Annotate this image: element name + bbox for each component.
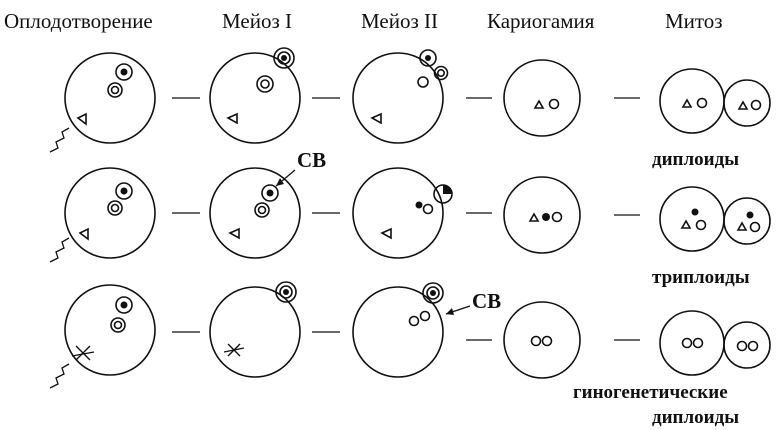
row-3: СВ [49,281,771,389]
label-diploids: диплоиды [652,149,739,170]
embryo-mitosis [659,186,771,252]
egg-fertilization [49,284,156,389]
label-triploids: триплоиды [652,267,750,288]
inactivated-sperm-icon [71,345,95,361]
label-diploids-2: диплоиды [652,407,739,428]
header-mitosis: Митоз [665,9,723,33]
label-polar-body-2: СВ [472,289,501,313]
zygote-karyogamy [503,59,581,137]
egg-meiosis-2 [352,282,471,378]
zygote-karyogamy [503,176,581,254]
egg-meiosis-1 [209,167,301,259]
row-2: СВ [49,148,771,263]
header-meiosis-2: Мейоз II [361,9,438,33]
label-polar-body-1: СВ [297,148,326,172]
egg-fertilization [49,167,156,263]
egg-meiosis-2 [352,49,449,144]
egg-meiosis-2 [352,167,453,259]
inactivated-sperm-icon [223,343,245,357]
header-karyogamy: Кариогамия [487,9,595,33]
zygote-karyogamy [503,301,581,379]
embryo-mitosis [659,68,771,134]
row-1 [49,47,771,153]
header-meiosis-1: Мейоз I [222,9,292,33]
header-fertilization: Оплодотворение [4,9,153,33]
label-gynogenetic: гиногенетические [573,382,728,403]
egg-meiosis-1 [209,281,301,378]
egg-meiosis-1 [209,47,301,144]
embryo-mitosis [659,310,771,376]
egg-fertilization [49,52,156,153]
